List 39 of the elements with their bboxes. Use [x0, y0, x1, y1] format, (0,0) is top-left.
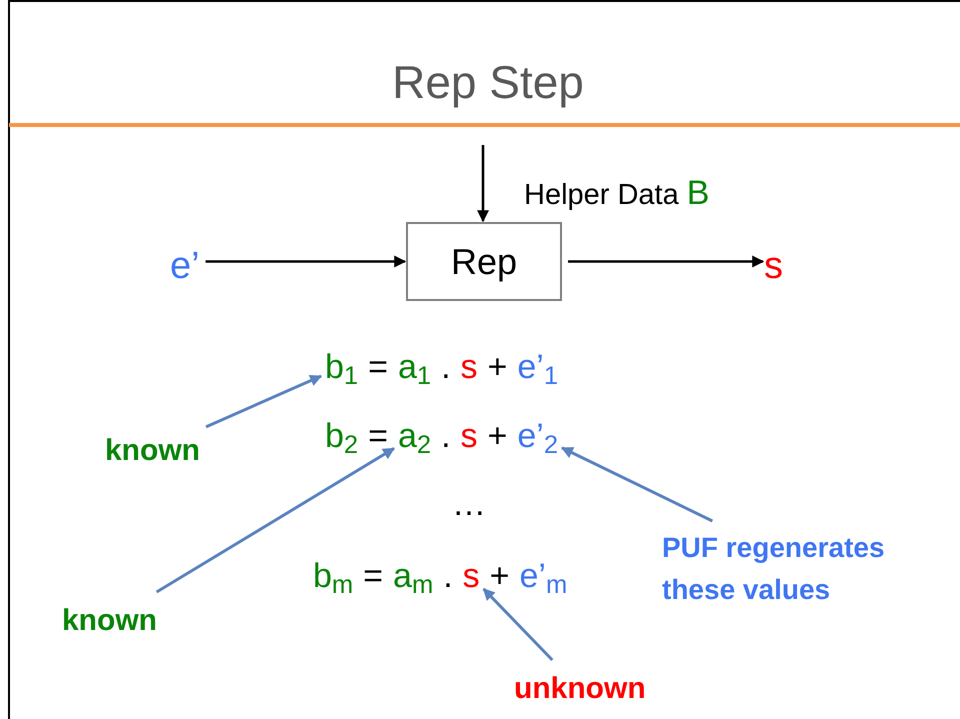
equation-term: s — [462, 554, 480, 598]
arrow — [568, 256, 764, 268]
arrow — [205, 374, 322, 428]
arrow — [482, 588, 554, 662]
equation-term: s — [460, 416, 478, 457]
helper-data-label: Helper Data — [524, 178, 679, 213]
equation-term: b$_{2}$ — [325, 416, 358, 458]
arrow — [206, 256, 406, 268]
equation-term: = — [368, 347, 388, 388]
variable-label: B — [686, 173, 710, 214]
annotation-text: unknown — [514, 666, 646, 711]
equation-term: b$_{m}$ — [313, 556, 354, 598]
equation-term: s — [460, 347, 478, 388]
input-variable: e’ — [170, 238, 200, 295]
equation-term: . — [441, 347, 451, 388]
equation-term: e’$_{1}$ — [517, 347, 558, 389]
equation-term: e’$_{m}$ — [520, 556, 568, 598]
equation-term: + — [488, 416, 508, 457]
equation-term: b$_{1}$ — [325, 345, 358, 389]
annotation-text: known — [62, 598, 157, 643]
ellipsis: … — [452, 484, 486, 525]
process-box: Rep — [406, 222, 562, 301]
equation-term: + — [490, 556, 510, 597]
equation-term: a$_{2}$ — [398, 414, 432, 458]
title: Rep Step — [391, 55, 585, 110]
equation-term: = — [368, 416, 388, 457]
equation-term: = — [363, 556, 384, 597]
arrow — [560, 446, 714, 522]
output-variable: s — [764, 238, 783, 295]
annotation-text: known — [105, 428, 200, 473]
equation-term: + — [488, 347, 508, 388]
arrow — [477, 145, 489, 222]
equation-term: a$_{m}$ — [393, 556, 434, 598]
equation-term: . — [441, 416, 451, 457]
equation-term: e’$_{2}$ — [517, 414, 558, 458]
equation-term: . — [443, 556, 453, 597]
arrow — [156, 447, 395, 594]
annotation-text: PUF regenerates these values — [662, 527, 960, 611]
equation-term: a$_{1}$ — [398, 347, 432, 389]
